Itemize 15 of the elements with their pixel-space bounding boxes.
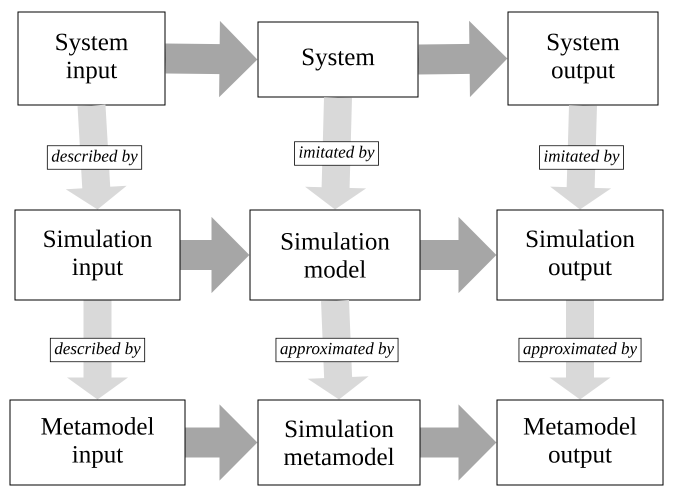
process-box: Simulation input (14, 210, 180, 300)
process-box: System output (508, 12, 658, 106)
edge-label: imitated by (539, 145, 624, 170)
edge-label: approximated by (518, 338, 642, 362)
process-box: Metamodel input (10, 400, 186, 486)
edge-label: described by (50, 338, 146, 362)
process-box: Simulation model (250, 210, 420, 300)
edge-label: imitated by (294, 141, 379, 166)
process-box: System (258, 22, 418, 98)
edge-label: described by (46, 145, 142, 170)
process-box: Metamodel output (496, 400, 664, 486)
edge-label: approximated by (276, 338, 398, 362)
process-box: Simulation output (496, 210, 664, 300)
process-box: Simulation metamodel (258, 400, 420, 486)
process-box: System input (18, 12, 166, 106)
